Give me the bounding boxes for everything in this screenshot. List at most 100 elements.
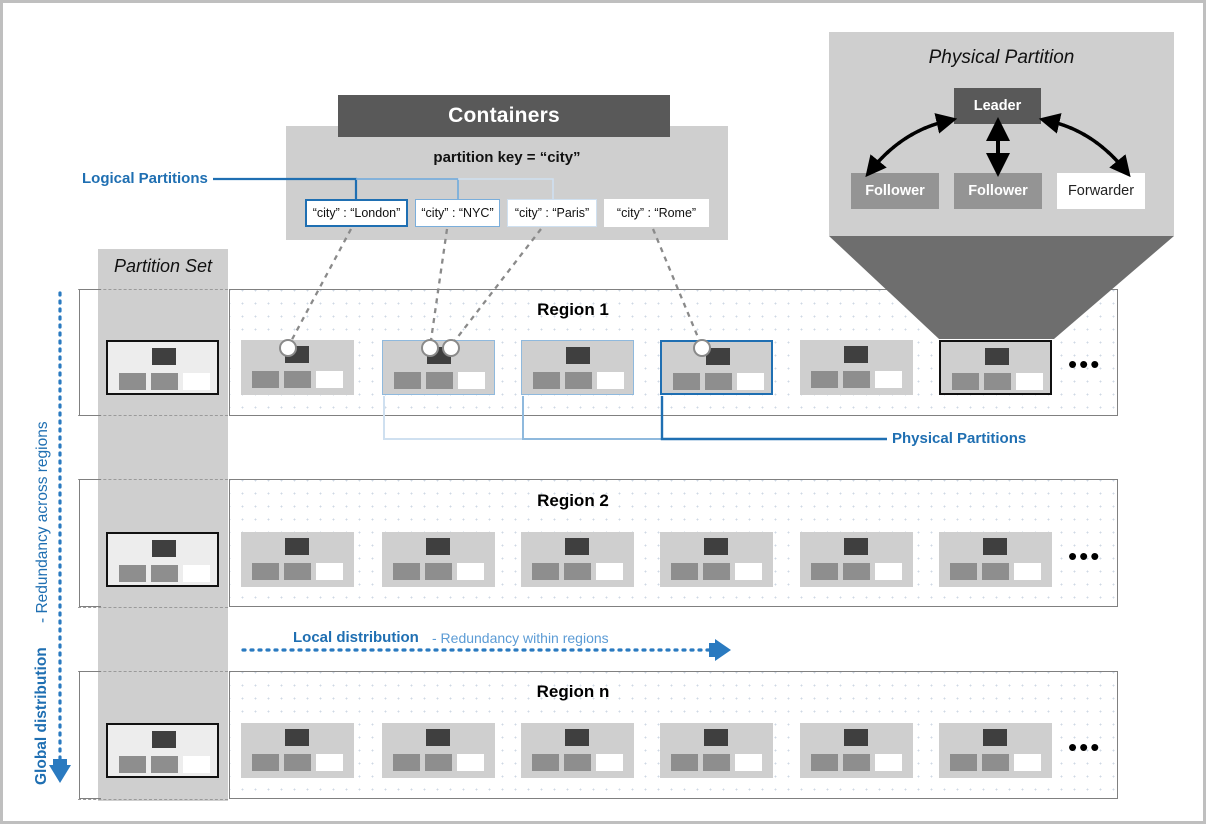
- local-distribution-sub: - Redundancy within regions: [432, 630, 609, 646]
- set-separator-bot-r2: [78, 607, 228, 608]
- partition-leader-icon: [985, 348, 1009, 365]
- set-card-follower-icon-2: [151, 565, 178, 582]
- region-2-partition-2[interactable]: [382, 532, 495, 587]
- partition-forwarder-icon: [1014, 754, 1041, 771]
- region-n-partition-3[interactable]: [521, 723, 634, 778]
- region-bracket-1: [79, 289, 101, 416]
- global-distribution-sub: - Redundancy across regions: [34, 421, 51, 623]
- partition-follower-icon-1: [394, 372, 421, 389]
- partition-follower-icon-2: [843, 371, 870, 388]
- partition-follower-icon-2: [705, 373, 732, 390]
- region-1-ellipsis: •••: [1068, 349, 1102, 379]
- region-1-partition-3[interactable]: [521, 340, 634, 395]
- set-card-follower-icon-1: [119, 373, 146, 390]
- partition-leader-icon: [427, 347, 451, 364]
- partition-follower-icon-1: [252, 754, 279, 771]
- partition-leader-icon: [285, 729, 309, 746]
- partition-follower-icon-1: [532, 563, 559, 580]
- partition-follower-icon-1: [252, 563, 279, 580]
- partition-forwarder-icon: [458, 372, 485, 389]
- partition-follower-icon-1: [252, 371, 279, 388]
- region-n-partition-6[interactable]: [939, 723, 1052, 778]
- partition-leader-icon: [285, 538, 309, 555]
- set-card-follower-icon-1: [119, 565, 146, 582]
- partition-follower-icon-2: [284, 754, 311, 771]
- set-card-leader-icon: [152, 348, 176, 365]
- region-1-partition-6[interactable]: [939, 340, 1052, 395]
- partition-leader-icon: [983, 538, 1007, 555]
- region-n-partition-5[interactable]: [800, 723, 913, 778]
- set-card-follower-icon-1: [119, 756, 146, 773]
- set-card-forwarder-icon: [183, 756, 210, 773]
- set-separator-top-r2: [78, 479, 228, 480]
- partition-forwarder-icon: [316, 371, 343, 388]
- partition-set-card-region-n[interactable]: [106, 723, 219, 778]
- partition-leader-icon: [844, 729, 868, 746]
- set-separator-bot-r1: [78, 415, 228, 416]
- set-separator-top-rn: [78, 671, 228, 672]
- region-1-partition-5[interactable]: [800, 340, 913, 395]
- region-1-partition-2[interactable]: [382, 340, 495, 395]
- partition-forwarder-icon: [597, 372, 624, 389]
- logical-partitions-label: Logical Partitions: [82, 170, 208, 187]
- partition-leader-icon: [426, 729, 450, 746]
- logical-partition-rome[interactable]: “city” : “Rome”: [604, 199, 709, 227]
- partition-set-title: Partition Set: [113, 256, 213, 276]
- partition-leader-icon: [565, 729, 589, 746]
- partition-leader-icon: [844, 346, 868, 363]
- region-2-partition-1[interactable]: [241, 532, 354, 587]
- region-n-partition-2[interactable]: [382, 723, 495, 778]
- partition-follower-icon-2: [425, 754, 452, 771]
- set-card-follower-icon-2: [151, 373, 178, 390]
- partition-follower-icon-1: [952, 373, 979, 390]
- partition-forwarder-icon: [457, 563, 484, 580]
- partition-follower-icon-2: [565, 372, 592, 389]
- partition-follower-icon-2: [426, 372, 453, 389]
- follower-node-1: Follower: [851, 173, 939, 209]
- global-distribution-title: Global distribution: [33, 647, 50, 785]
- partition-set-card-region-1[interactable]: [106, 340, 219, 395]
- region-2-partition-3[interactable]: [521, 532, 634, 587]
- region-1-label: Region 1: [537, 300, 609, 319]
- partition-follower-icon-2: [843, 563, 870, 580]
- local-distribution-title: Local distribution: [293, 629, 419, 646]
- set-card-forwarder-icon: [183, 373, 210, 390]
- logical-partition-paris[interactable]: “city” : “Paris”: [507, 199, 597, 227]
- partition-leader-icon: [704, 538, 728, 555]
- partition-set-card-region-2[interactable]: [106, 532, 219, 587]
- region-2-partition-5[interactable]: [800, 532, 913, 587]
- region-n-partition-1[interactable]: [241, 723, 354, 778]
- partition-forwarder-icon: [1014, 563, 1041, 580]
- set-separator-bot-rn: [78, 799, 228, 800]
- partition-follower-icon-2: [564, 754, 591, 771]
- partition-follower-icon-1: [811, 754, 838, 771]
- partition-follower-icon-1: [950, 563, 977, 580]
- partition-follower-icon-2: [564, 563, 591, 580]
- region-bracket-n: [79, 671, 101, 799]
- region-1-partition-1[interactable]: [241, 340, 354, 395]
- partition-follower-icon-1: [671, 754, 698, 771]
- partition-forwarder-icon: [875, 371, 902, 388]
- region-2-partition-6[interactable]: [939, 532, 1052, 587]
- partition-forwarder-icon: [1016, 373, 1043, 390]
- region-n-partition-4[interactable]: [660, 723, 773, 778]
- partition-follower-icon-2: [284, 563, 311, 580]
- set-card-leader-icon: [152, 731, 176, 748]
- forwarder-node: Forwarder: [1057, 173, 1145, 209]
- partition-follower-icon-2: [843, 754, 870, 771]
- region-bracket-2: [79, 479, 101, 607]
- partition-leader-icon: [566, 347, 590, 364]
- partition-follower-icon-1: [533, 372, 560, 389]
- region-2-partition-4[interactable]: [660, 532, 773, 587]
- partition-follower-icon-2: [982, 754, 1009, 771]
- logical-partition-nyc[interactable]: “city” : “NYC”: [415, 199, 500, 227]
- region-1-partition-4[interactable]: [660, 340, 773, 395]
- partition-follower-icon-2: [982, 563, 1009, 580]
- logical-partition-london[interactable]: “city” : “London”: [305, 199, 408, 227]
- partition-leader-icon: [704, 729, 728, 746]
- partition-leader-icon: [844, 538, 868, 555]
- set-separator-top-r1: [78, 289, 228, 290]
- partition-forwarder-icon: [875, 754, 902, 771]
- region-2-ellipsis: •••: [1068, 541, 1102, 571]
